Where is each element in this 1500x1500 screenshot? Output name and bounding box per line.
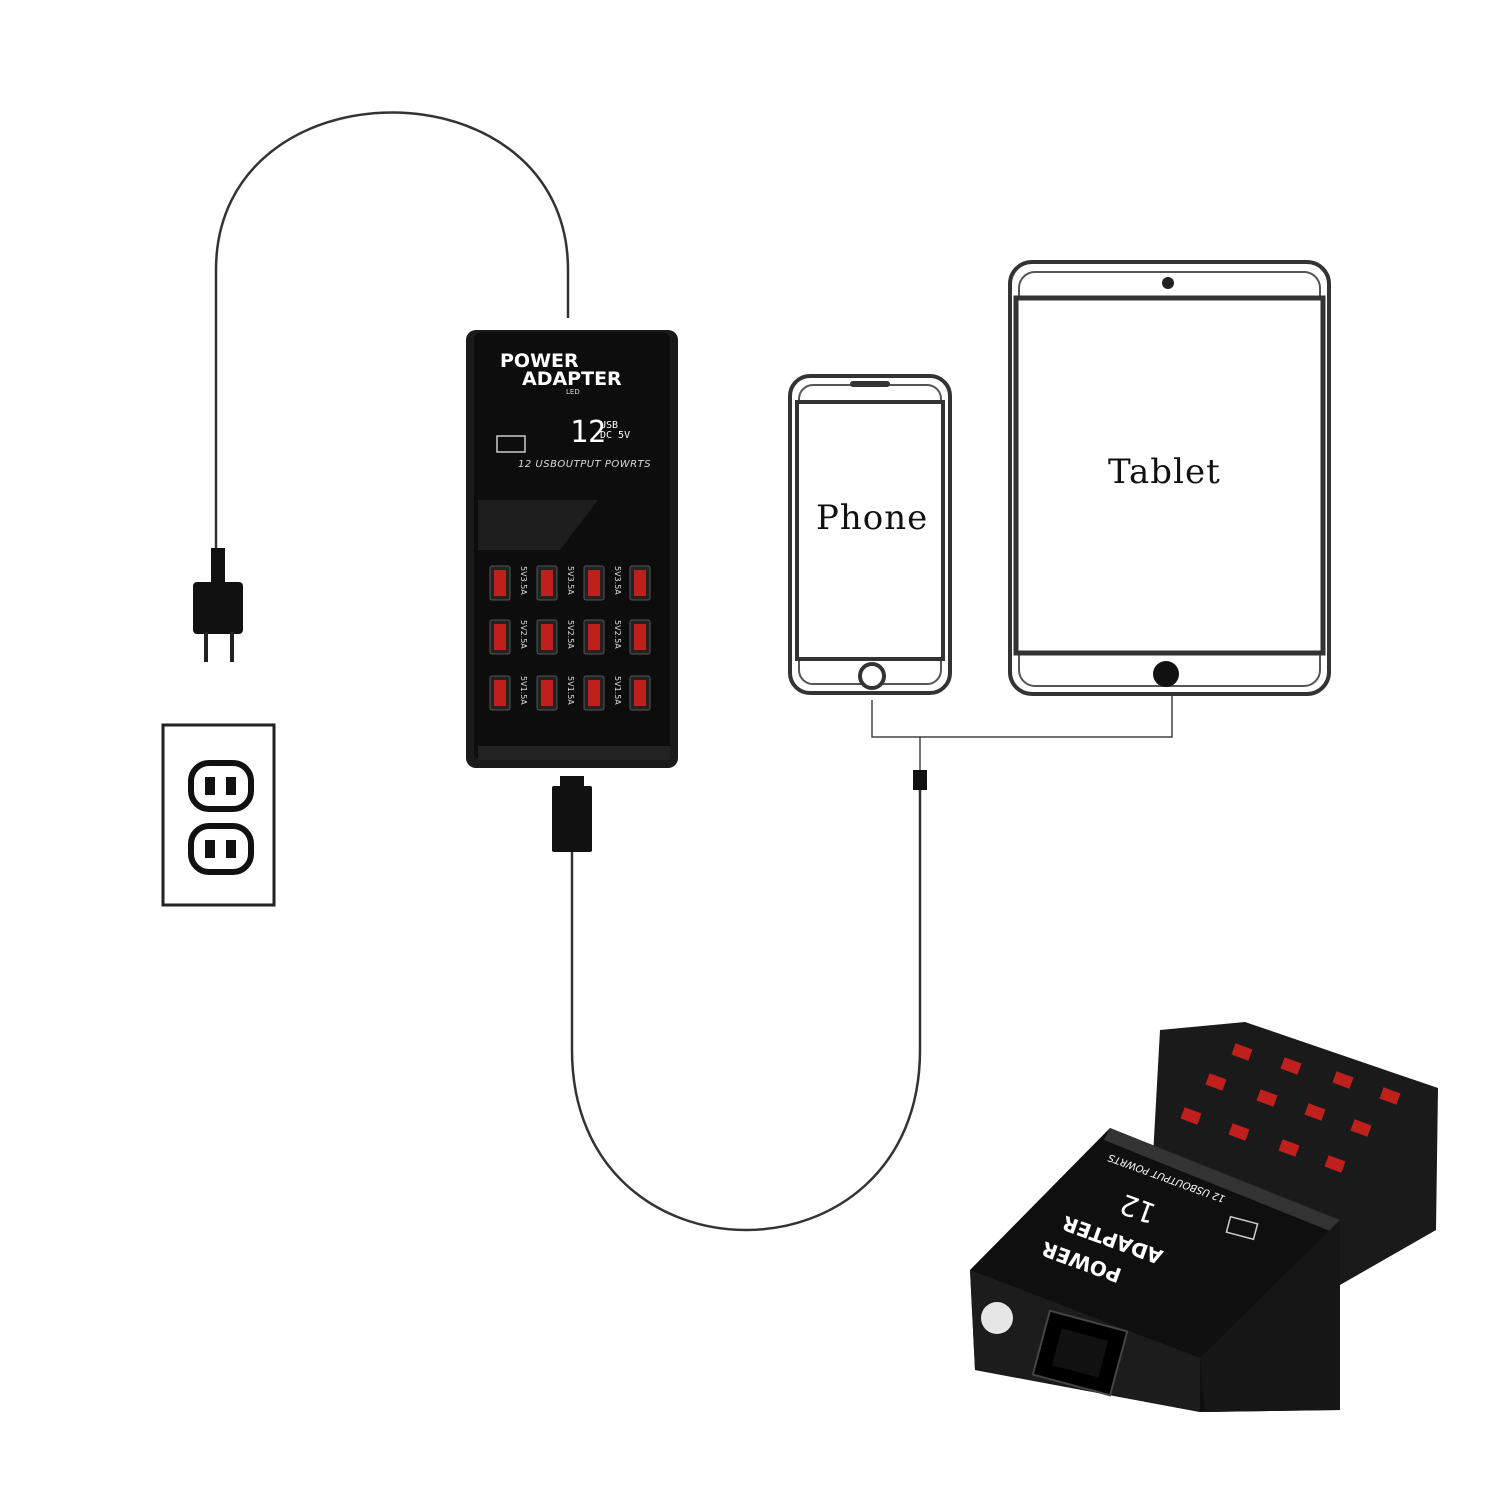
wall-outlet-icon [161,723,276,907]
port-rate-label: 5V3.5A [519,566,528,595]
port-rate-label: 5V1.5A [613,676,622,705]
phone-icon [788,374,952,695]
usb-port-grid [489,565,651,711]
micro-usb-plug-icon [913,770,927,790]
tablet-icon [1008,260,1331,696]
phone-label: Phone [816,498,929,538]
port-rate-label: 5V1.5A [566,676,575,705]
usb-charging-hub-angled [970,1022,1438,1412]
port-rate-label: 5V1.5A [519,676,528,705]
hub-title-line1: POWER [500,350,579,372]
tablet-label: Tablet [1108,452,1221,492]
port-rate-label: 5V2.5A [519,620,528,649]
usb-charging-hub [466,330,678,768]
split-connector [871,696,1173,770]
port-rate-label: 5V2.5A [566,620,575,649]
hub-title-line2: ADAPTER [522,368,622,390]
wall-plug-icon [193,548,243,662]
port-rate-label: 5V2.5A [613,620,622,649]
hub-ports-text: 12 USBOUTPUT POWRTS [518,459,652,470]
port-rate-label: 5V3.5A [613,566,622,595]
usb-plug-icon [552,776,592,852]
usb-cable [570,790,922,1232]
hub-led-label: LED [566,388,580,396]
port-rate-label: 5V3.5A [566,566,575,595]
hub-display-count: 12 [570,415,607,450]
power-cable [214,111,570,550]
